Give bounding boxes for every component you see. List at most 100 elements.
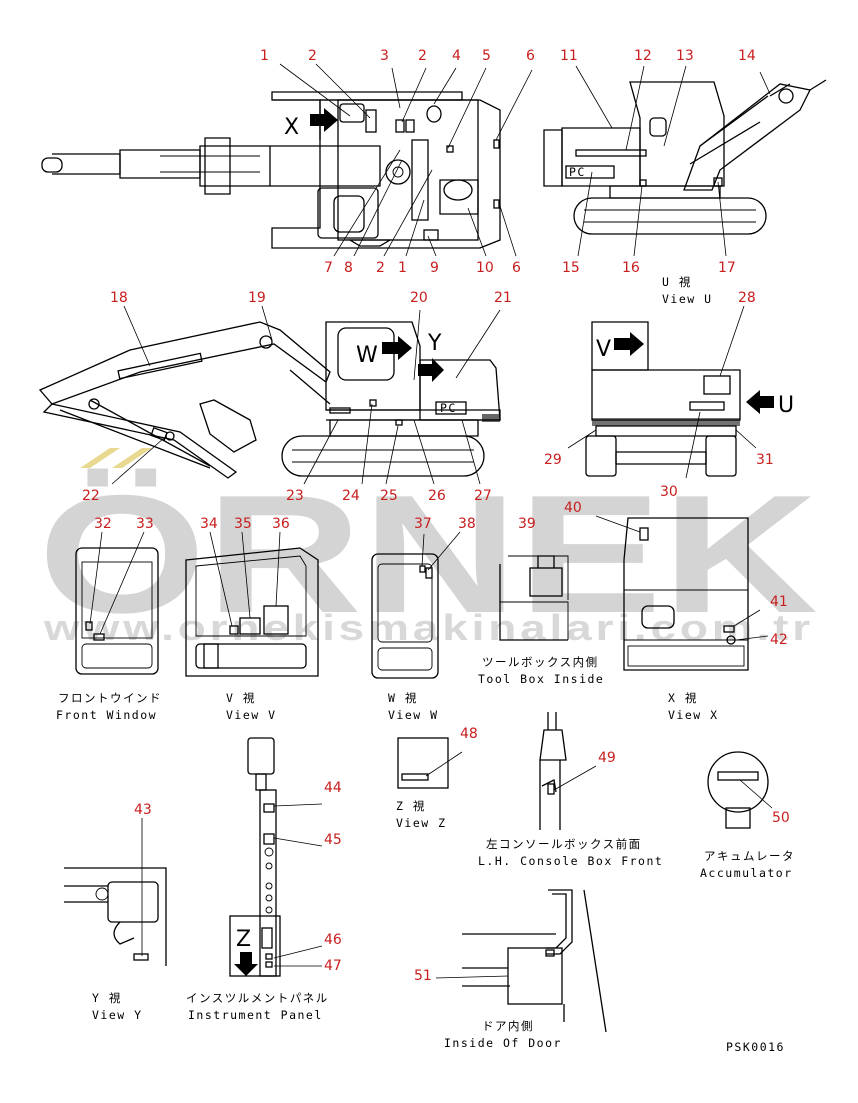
callout-30: 30 [660,484,678,500]
callout-43: 43 [134,802,152,818]
callout-51: 51 [414,968,432,984]
view-y-en: View Y [92,1008,143,1022]
view-x-jp: X 視 [668,691,698,705]
view-w-letter: W [356,343,378,368]
view-y-drawing [64,867,167,966]
callout-44: 44 [324,780,342,796]
callout-41: 41 [770,594,788,610]
callout-36: 36 [272,516,290,532]
callout-35: 35 [234,516,252,532]
callout-12: 12 [634,48,652,64]
callout-10: 10 [476,260,494,276]
callout-38: 38 [458,516,476,532]
view-z-letter: Z [236,927,251,952]
callout-25: 25 [380,488,398,504]
front-window-drawing [75,547,159,675]
callout-50: 50 [772,810,790,826]
accumulator-drawing [707,751,769,829]
callout-14: 14 [738,48,756,64]
callout-2b: 2 [418,48,427,64]
callout-39: 39 [518,516,536,532]
callout-33: 33 [136,516,154,532]
view-v-drawing [185,547,319,677]
view-z-drawing [397,737,449,789]
callout-31: 31 [756,452,774,468]
side-view-right-drawing: PC [543,79,827,235]
view-u-jp: U 視 [662,275,692,289]
callout-6: 6 [526,48,535,64]
view-w-arrow: W [356,336,412,368]
callout-34: 34 [200,516,218,532]
callout-6b: 6 [512,260,521,276]
plan-view-drawing [41,91,501,249]
tool-box-jp: ツールボックス内側 [482,655,599,669]
accumulator-jp: アキュムレータ [704,849,795,863]
view-u-en: View U [662,292,713,306]
view-v-jp: V 視 [226,691,256,705]
callout-32: 32 [94,516,112,532]
view-u-arrow: U [746,390,794,418]
callout-20: 20 [410,290,428,306]
callout-27: 27 [474,488,492,504]
watermark-url: www.ornekismakinalari.com.tr [43,607,814,648]
callout-42: 42 [770,632,788,648]
callout-26: 26 [428,488,446,504]
callout-17: 17 [718,260,736,276]
callout-11: 11 [560,48,578,64]
view-x-en: View X [668,708,719,722]
tool-box-drawing [499,555,569,641]
captions: フロントウインド Front Window V 視 View V W 視 Vie… [56,655,795,1054]
view-z-jp: Z 視 [396,799,426,813]
callout-24: 24 [342,488,360,504]
view-y-letter: Y [427,331,442,356]
door-jp: ドア内側 [482,1019,534,1033]
callout-9: 9 [430,260,439,276]
callout-21: 21 [494,290,512,306]
callout-4: 4 [452,48,461,64]
view-z-en: View Z [396,816,447,830]
door-en: Inside Of Door [444,1036,562,1050]
accumulator-en: Accumulator [700,866,793,880]
view-w-en: View W [388,708,439,722]
view-x-drawing [623,517,749,671]
callout-29: 29 [544,452,562,468]
rear-view-drawing [585,321,741,477]
callout-18: 18 [110,290,128,306]
view-v-letter: V [596,337,611,362]
console-jp: 左コンソールボックス前面 [486,837,642,851]
view-v-arrow: V [596,332,644,362]
callout-7: 7 [324,260,333,276]
view-u-letter: U [778,393,794,418]
callout-22: 22 [82,488,100,504]
view-u-caption: U 視 View U [662,275,713,306]
callout-40: 40 [564,500,582,516]
callout-19: 19 [248,290,266,306]
callout-48: 48 [460,726,478,742]
instrument-panel-drawing: Z [229,737,281,977]
callout-8: 8 [344,260,353,276]
pc-decal-top: PC [569,165,586,179]
callout-2c: 2 [376,260,385,276]
callout-45: 45 [324,832,342,848]
side-view-left-drawing: PC [38,321,501,479]
drawing-code: PSK0016 [726,1040,785,1054]
callout-13: 13 [676,48,694,64]
callout-1: 1 [260,48,269,64]
callout-5: 5 [482,48,491,64]
view-x-letter: X [284,115,299,140]
tool-box-en: Tool Box Inside [478,672,604,686]
watermark: ÖRNEK www.ornekismakinalari.com.tr [38,448,818,648]
door-drawing [462,889,607,1033]
view-v-en: View V [226,708,277,722]
callout-49: 49 [598,750,616,766]
callout-46: 46 [324,932,342,948]
callout-16: 16 [622,260,640,276]
callout-28: 28 [738,290,756,306]
callout-3: 3 [380,48,389,64]
callout-37: 37 [414,516,432,532]
callout-2: 2 [308,48,317,64]
front-window-jp: フロントウインド [58,691,162,705]
view-w-drawing [371,553,439,679]
view-w-jp: W 視 [388,691,418,705]
